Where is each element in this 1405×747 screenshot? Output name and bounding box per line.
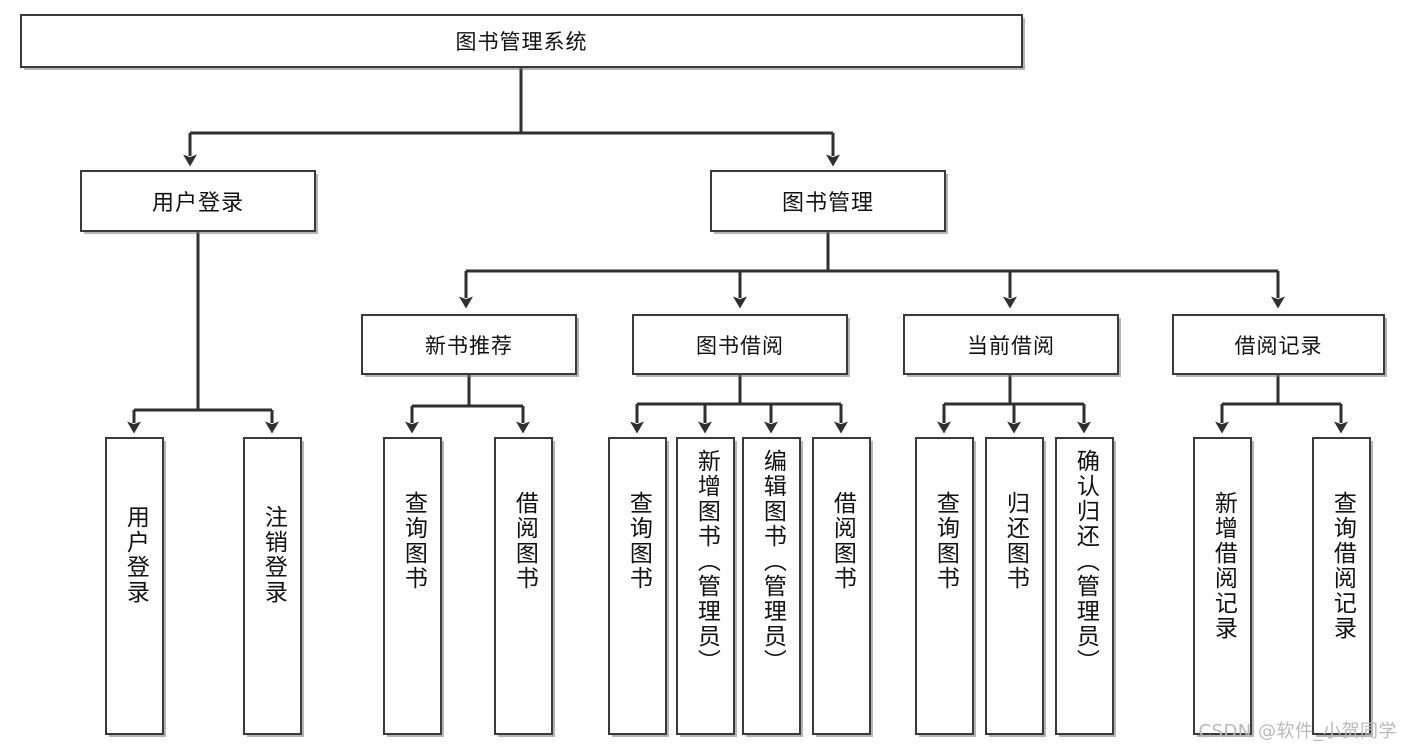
node-label: 图书管理系统 xyxy=(455,30,588,54)
node-book-borrow[interactable]: 图书借阅 xyxy=(632,314,848,375)
node-label: 图书管理 xyxy=(781,191,874,216)
node-label: 用户登录 xyxy=(151,191,244,216)
node-label: 新增图书（管理员） xyxy=(693,449,720,674)
node-borrow-record[interactable]: 借阅记录 xyxy=(1172,314,1385,375)
leaf-user-login-logout[interactable]: 注销登录 xyxy=(243,437,302,735)
node-label: 新增借阅记录 xyxy=(1210,491,1237,641)
node-label: 查询图书 xyxy=(400,491,427,591)
leaf-borrow-record-add-record[interactable]: 新增借阅记录 xyxy=(1193,437,1252,735)
leaf-current-borrow-confirm-return-admin[interactable]: 确认归还（管理员） xyxy=(1055,437,1114,735)
node-book-management[interactable]: 图书管理 xyxy=(710,170,946,232)
leaf-user-login-login[interactable]: 用户登录 xyxy=(105,437,164,735)
node-label: 新书推荐 xyxy=(425,333,513,358)
node-label: 借阅图书 xyxy=(511,491,538,591)
node-user-login[interactable]: 用户登录 xyxy=(80,170,316,232)
node-label: 图书借阅 xyxy=(696,333,784,358)
node-new-book-recommend[interactable]: 新书推荐 xyxy=(361,314,577,375)
node-label: 查询图书 xyxy=(932,491,959,591)
leaf-book-borrow-add-book-admin[interactable]: 新增图书（管理员） xyxy=(676,437,735,735)
node-label: 借阅记录 xyxy=(1234,333,1323,358)
leaf-new-book-query-book[interactable]: 查询图书 xyxy=(383,437,442,735)
node-label: 确认归还（管理员） xyxy=(1072,449,1099,674)
node-label: 编辑图书（管理员） xyxy=(759,449,786,674)
node-label: 注销登录 xyxy=(260,505,287,605)
node-current-borrow[interactable]: 当前借阅 xyxy=(903,314,1119,375)
node-label: 当前借阅 xyxy=(967,333,1055,358)
node-label: 借阅图书 xyxy=(829,491,856,591)
watermark: CSDN @软件_小贺同学 xyxy=(1198,721,1397,742)
node-root-book-management-system[interactable]: 图书管理系统 xyxy=(20,14,1023,68)
leaf-book-borrow-borrow-book[interactable]: 借阅图书 xyxy=(812,437,871,735)
node-label: 查询图书 xyxy=(625,491,652,591)
leaf-current-borrow-return-book[interactable]: 归还图书 xyxy=(985,437,1044,735)
node-label: 用户登录 xyxy=(122,505,149,605)
leaf-borrow-record-query-record[interactable]: 查询借阅记录 xyxy=(1312,437,1371,735)
leaf-book-borrow-edit-book-admin[interactable]: 编辑图书（管理员） xyxy=(742,437,801,735)
leaf-new-book-borrow-book[interactable]: 借阅图书 xyxy=(494,437,553,735)
node-label: 查询借阅记录 xyxy=(1329,491,1356,641)
node-label: 归还图书 xyxy=(1002,491,1029,591)
leaf-current-borrow-query-book[interactable]: 查询图书 xyxy=(915,437,974,735)
leaf-book-borrow-query-book[interactable]: 查询图书 xyxy=(608,437,667,735)
